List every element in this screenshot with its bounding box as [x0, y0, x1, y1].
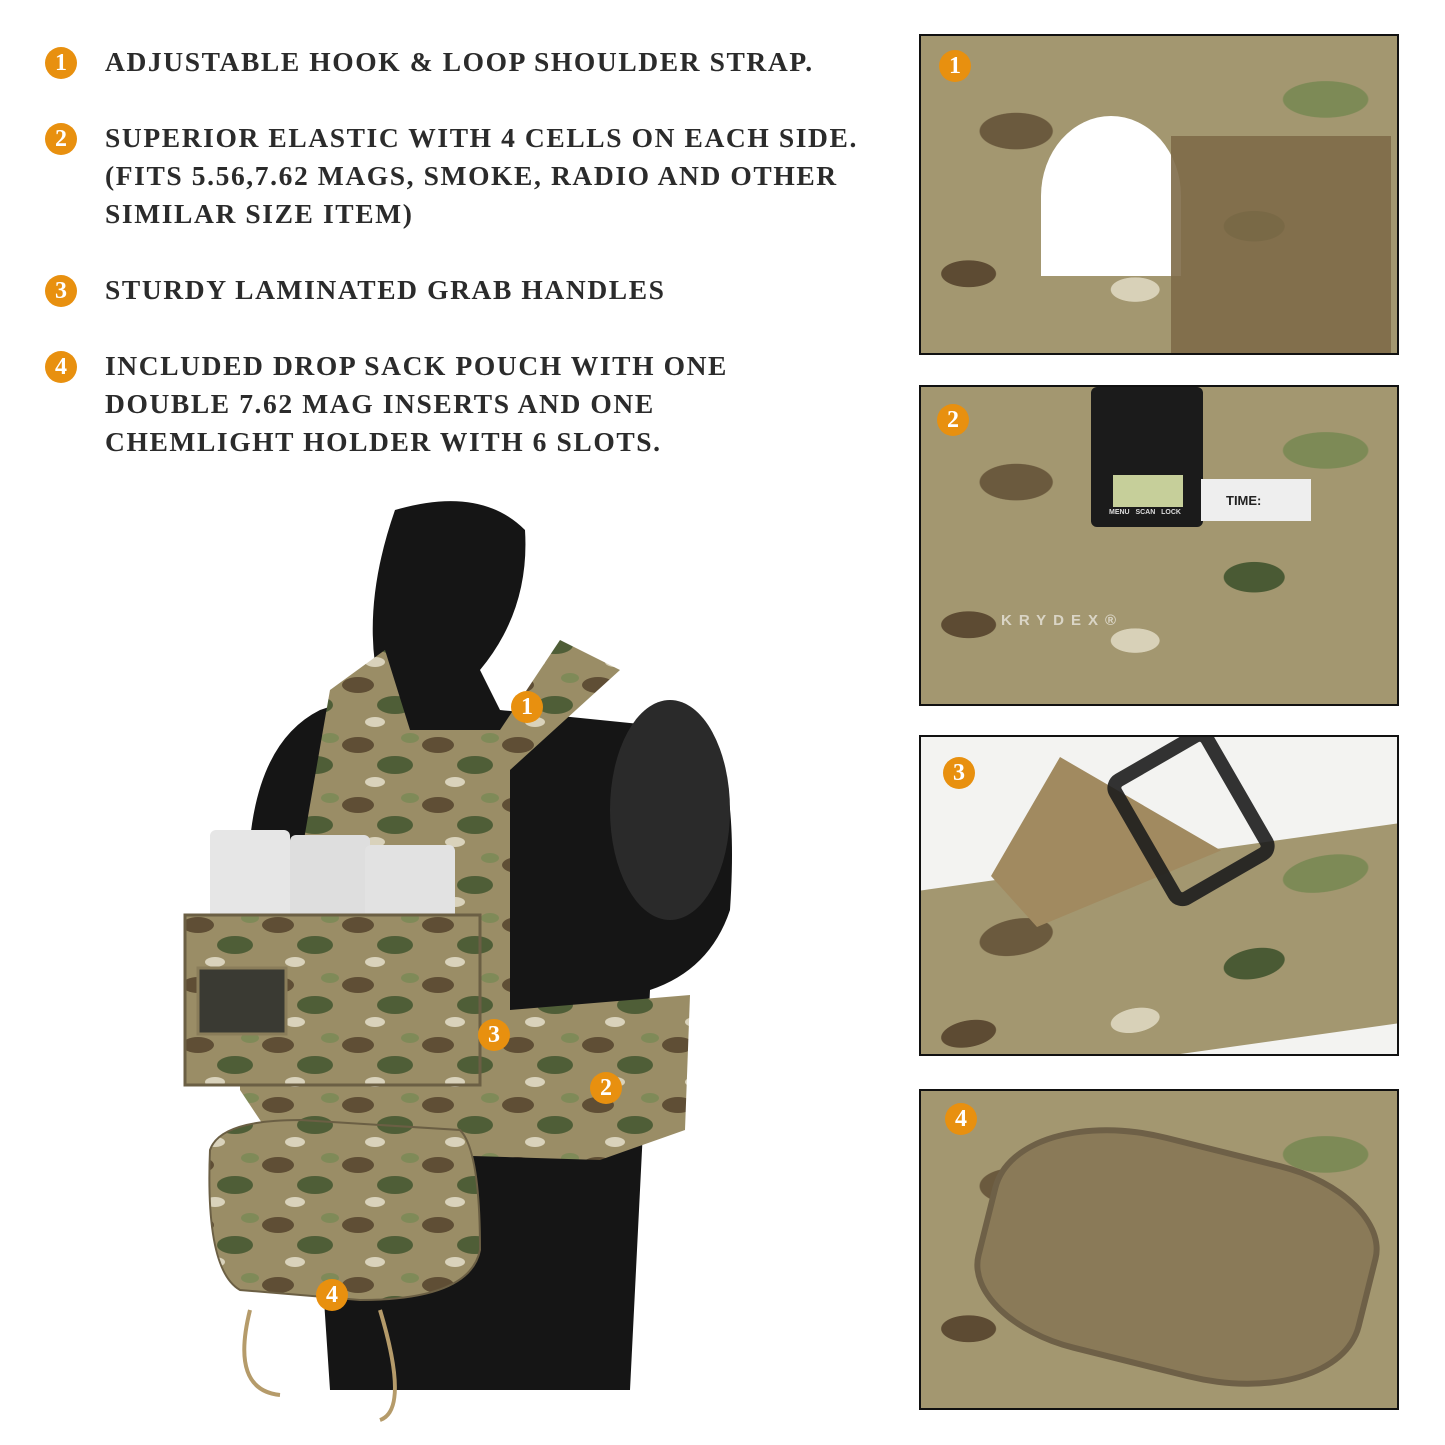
detail-panel-grab-handle: 3 [919, 735, 1399, 1056]
feature-text: SUPERIOR ELASTIC WITH 4 CELLS ON EACH SI… [105, 122, 858, 229]
detail-panel-elastic-cells: MENU SCAN LOCK TIME: KRYDEX® 2 [919, 385, 1399, 706]
feature-text: ADJUSTABLE HOOK & LOOP SHOULDER STRAP. [105, 46, 814, 77]
detail-panel-shoulder-strap: 1 [919, 34, 1399, 355]
callout-badge-2: 2 [590, 1072, 622, 1104]
feature-text: STURDY LAMINATED GRAB HANDLES [105, 274, 666, 305]
number-badge: 2 [45, 123, 77, 155]
feature-item-4: 4 INCLUDED DROP SACK POUCH WITH ONE DOUB… [45, 350, 728, 461]
feature-item-3: 3 STURDY LAMINATED GRAB HANDLES [45, 274, 666, 309]
main-product-image: 1 3 2 4 [180, 490, 750, 1430]
feature-item-1: 1 ADJUSTABLE HOOK & LOOP SHOULDER STRAP. [45, 46, 814, 81]
detail-panel-drop-sack-pouch: 4 [919, 1089, 1399, 1410]
panel-badge: 1 [939, 50, 971, 82]
panel-badge: 4 [945, 1103, 977, 1135]
callout-badge-4: 4 [316, 1279, 348, 1311]
feature-item-2: 2 SUPERIOR ELASTIC WITH 4 CELLS ON EACH … [45, 122, 858, 233]
radio-buttons-text: MENU SCAN LOCK [1109, 509, 1181, 516]
callout-badge-3: 3 [478, 1019, 510, 1051]
number-badge: 1 [45, 47, 77, 79]
feature-text: INCLUDED DROP SACK POUCH WITH ONE DOUBLE… [105, 350, 728, 457]
number-badge: 3 [45, 275, 77, 307]
number-badge: 4 [45, 351, 77, 383]
callout-badge-1: 1 [511, 691, 543, 723]
time-label: TIME: [1201, 479, 1311, 521]
watermark: KRYDEX® [1001, 612, 1124, 629]
panel-badge: 2 [937, 404, 969, 436]
panel-badge: 3 [943, 757, 975, 789]
